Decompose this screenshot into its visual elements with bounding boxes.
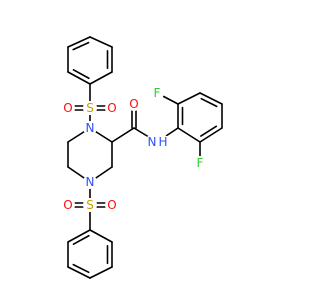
atom-s1: S <box>86 101 94 115</box>
atom-bg-o1b <box>105 101 119 115</box>
bond-c4-c5-double <box>72 263 90 274</box>
bond-b2-b3 <box>177 92 201 105</box>
bond-b5-b6-double <box>200 125 218 137</box>
atom-f2: F <box>197 156 204 170</box>
atom-o2b: O <box>107 198 116 212</box>
atom-bg-f1 <box>150 86 164 100</box>
atom-h_amide: H <box>158 135 167 149</box>
bond-a4-a5-double <box>72 69 90 80</box>
atom-bg-h_amide <box>156 135 170 149</box>
atom-o2a: O <box>63 198 72 212</box>
atom-bg-o_amide <box>127 97 141 111</box>
bond-a4-a5 <box>67 71 91 85</box>
bond-c3-c4 <box>89 266 113 279</box>
atom-o1b: O <box>107 101 116 115</box>
atom-bg-s2 <box>83 198 97 212</box>
bond-a3-a4 <box>89 71 113 85</box>
atom-f1: F <box>154 86 161 100</box>
atom-n1: N <box>86 121 95 135</box>
atom-bg-o2a <box>61 198 75 212</box>
atom-bg-n2 <box>83 175 97 189</box>
atom-o_amide: O <box>129 97 138 111</box>
atom-n_amide: N <box>148 135 157 149</box>
bond-C2-Cam <box>111 127 135 143</box>
bond-a1-a2 <box>89 36 113 48</box>
atom-o1a: O <box>63 101 72 115</box>
atom-s2: S <box>86 198 94 212</box>
atom-bg-n1 <box>83 121 97 135</box>
bond-c4-c5 <box>67 266 91 279</box>
bond-b6-b1 <box>177 127 201 143</box>
atom-bg-f2 <box>193 156 207 170</box>
bond-b3-b4-double <box>200 97 218 108</box>
bond-a6-a1-double <box>72 41 90 51</box>
atom-bg-o2b <box>105 198 119 212</box>
bond-b3-b4 <box>199 92 223 105</box>
atom-bg-n_amide <box>145 135 159 149</box>
bond-c6-c1-double <box>72 234 90 245</box>
bond-c6-c1 <box>67 229 91 243</box>
bond-c1-c2 <box>89 229 113 243</box>
atom-n2: N <box>86 175 95 189</box>
bond-a6-a1 <box>67 36 91 48</box>
atom-bg-s1 <box>83 101 97 115</box>
atom-bg-o1a <box>61 101 75 115</box>
bond-b5-b6 <box>199 127 223 143</box>
